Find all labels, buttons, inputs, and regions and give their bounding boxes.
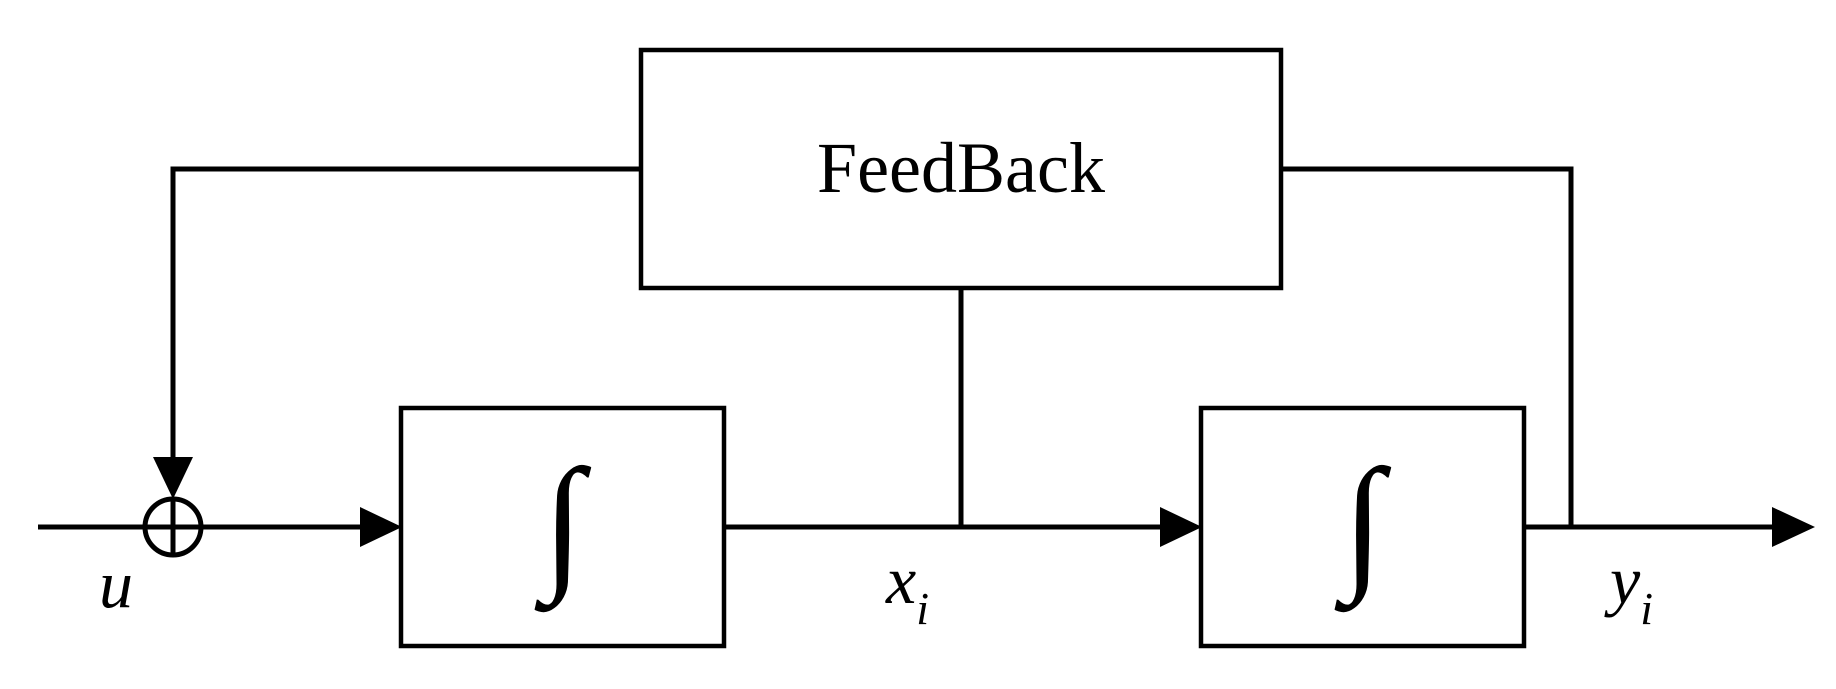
forward-path [38, 507, 1815, 547]
integrator-1-block: ∫ [398, 405, 727, 649]
signal-label-x-i: xi [885, 542, 929, 634]
feedback-return-line [170, 166, 641, 470]
integral-symbol: ∫ [534, 439, 591, 613]
signal-label-y-i: yi [1604, 542, 1653, 634]
summing-junction [142, 496, 204, 558]
signal-label-u: u [99, 546, 133, 622]
arrow-head [1160, 507, 1202, 547]
integral-symbol: ∫ [1334, 439, 1391, 613]
integrator-2-block: ∫ [1198, 405, 1527, 649]
arrow-head [360, 507, 402, 547]
y-tap-line [1281, 166, 1574, 527]
arrow-head [1772, 507, 1815, 547]
arrow-head [153, 457, 193, 499]
feedback-block: FeedBack [638, 47, 1284, 291]
feedback-label: FeedBack [817, 128, 1105, 208]
feedback-wiring [153, 166, 1574, 527]
